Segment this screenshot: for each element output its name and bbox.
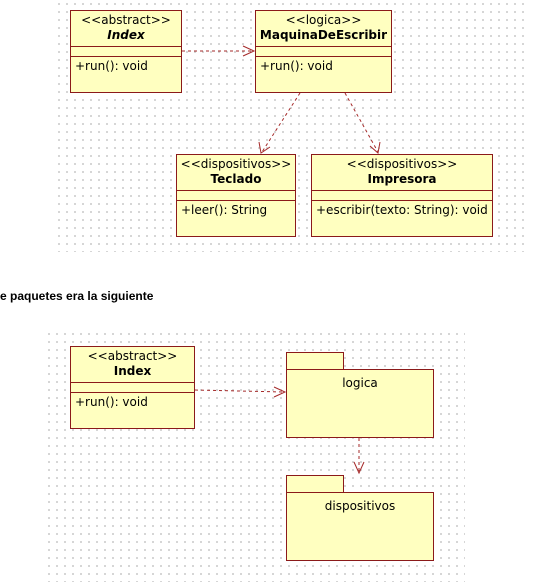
- class-teclado-attributes: [177, 191, 295, 200]
- class-index-2-attributes: [71, 383, 194, 392]
- class-index-name: Index: [107, 28, 145, 42]
- class-teclado-stereotype: <<dispositivos>>: [180, 157, 292, 171]
- package-dispositivos-label: dispositivos: [324, 499, 396, 513]
- divider: [71, 46, 181, 47]
- section-caption: e paquetes era la siguiente: [0, 289, 154, 303]
- class-maquina-name: MaquinaDeEscribir: [259, 28, 388, 42]
- class-index-2-name: Index: [113, 364, 152, 378]
- class-index-2-operation: +run(): void: [75, 395, 148, 409]
- class-maquina-stereotype: <<logica>>: [285, 13, 362, 27]
- class-teclado[interactable]: <<dispositivos>> Teclado +leer(): String: [176, 154, 296, 237]
- class-impresora[interactable]: <<dispositivos>> Impresora +escribir(tex…: [311, 154, 493, 237]
- divider: [71, 392, 194, 393]
- divider: [256, 46, 391, 47]
- class-maquina-de-escribir[interactable]: <<logica>> MaquinaDeEscribir +run(): voi…: [255, 10, 392, 93]
- divider: [256, 56, 391, 57]
- class-index-operation: +run(): void: [75, 59, 148, 73]
- package-dispositivos[interactable]: dispositivos: [286, 492, 434, 561]
- divider: [312, 190, 492, 191]
- class-impresora-name: Impresora: [367, 172, 437, 186]
- divider: [177, 190, 295, 191]
- class-maquina-attributes: [256, 47, 391, 56]
- class-index-attributes: [71, 47, 181, 56]
- class-impresora-stereotype: <<dispositivos>>: [346, 157, 458, 171]
- class-index-stereotype: <<abstract>>: [81, 13, 171, 27]
- class-impresora-attributes: [312, 191, 492, 200]
- class-index-2-stereotype: <<abstract>>: [87, 349, 178, 363]
- divider: [177, 200, 295, 201]
- package-logica[interactable]: logica: [286, 369, 434, 438]
- package-logica-label: logica: [342, 376, 378, 390]
- divider: [71, 382, 194, 383]
- class-index[interactable]: <<abstract>> Index +run(): void: [70, 10, 182, 93]
- class-impresora-operation: +escribir(texto: String): void: [316, 203, 488, 217]
- package-logica-tab: [286, 352, 344, 370]
- class-maquina-operation: +run(): void: [260, 59, 333, 73]
- class-teclado-operation: +leer(): String: [181, 203, 268, 217]
- divider: [71, 56, 181, 57]
- package-dispositivos-tab: [286, 475, 344, 493]
- class-teclado-name: Teclado: [210, 172, 262, 186]
- divider: [312, 200, 492, 201]
- class-index-2[interactable]: <<abstract>> Index +run(): void: [70, 346, 195, 429]
